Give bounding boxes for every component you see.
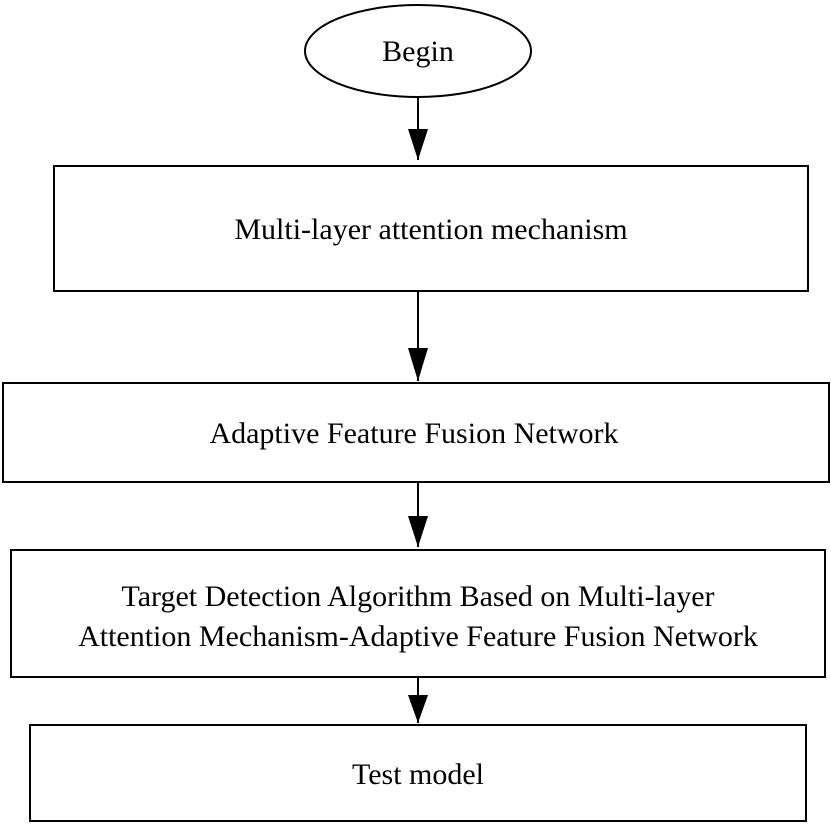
edge-attention-to-fusion <box>408 291 428 381</box>
test-label: Test model <box>352 758 484 791</box>
begin-label: Begin <box>382 35 454 68</box>
edge-begin-to-attention <box>408 97 428 160</box>
arrowhead-begin-to-attention <box>408 129 428 160</box>
attention-box <box>53 165 809 292</box>
detection-label-line-2: Attention Mechanism-Adaptive Feature Fus… <box>78 620 758 653</box>
attention-label: Multi-layer attention mechanism <box>234 213 627 246</box>
fusion-label: Adaptive Feature Fusion Network <box>209 417 618 450</box>
arrowhead-attention-to-fusion <box>408 348 428 381</box>
arrowhead-fusion-to-detection <box>408 516 428 547</box>
detection-box <box>10 549 826 678</box>
node-attention: Multi-layer attention mechanism <box>53 165 809 292</box>
node-fusion: Adaptive Feature Fusion Network <box>2 382 830 483</box>
test-box <box>29 724 807 822</box>
fusion-box <box>2 382 830 483</box>
node-test: Test model <box>29 724 807 822</box>
node-detection: Target Detection Algorithm Based on Mult… <box>10 549 826 678</box>
arrowhead-detection-to-test <box>408 695 428 723</box>
node-begin: Begin <box>304 4 532 98</box>
detection-label-line-1: Target Detection Algorithm Based on Mult… <box>121 580 714 613</box>
edge-fusion-to-detection <box>408 482 428 547</box>
edge-detection-to-test <box>408 677 428 723</box>
